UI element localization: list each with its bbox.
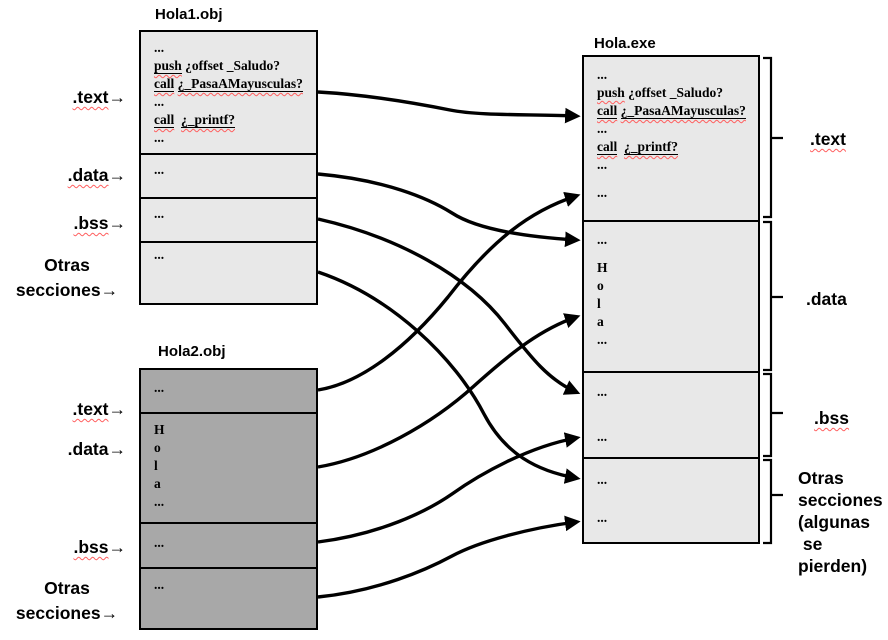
code-line: ... (597, 67, 608, 82)
right-arrow-glyph: → (108, 399, 127, 419)
right-arrow-glyph: → (108, 439, 127, 459)
code-line: ... (597, 472, 608, 487)
label-left-hola1-text: .text→ (72, 87, 127, 107)
code-line: o (597, 278, 604, 293)
hola2-obj-box-bss-section: ... (141, 522, 316, 567)
hola-exe-box-bss-section: ...... (584, 371, 758, 457)
code-line: ... (597, 121, 608, 136)
right-arrow-glyph: → (108, 87, 127, 107)
hola1-obj-box-data-section: ... (141, 153, 316, 197)
code-line: ... (597, 232, 608, 247)
code-line: call ¿_printf? (597, 139, 678, 155)
arrow-hola1-otras-to-exe-otras (317, 270, 581, 484)
label-left-hola2-data: .data→ (67, 439, 127, 459)
code-line: ... (154, 494, 165, 509)
bracket-otras (763, 458, 783, 545)
hola2-obj-title: Hola2.obj (158, 343, 226, 360)
right-arrow-glyph: → (108, 537, 127, 557)
label-left-hola1-bss: .bss→ (73, 213, 127, 233)
arrow-hola2-bss-to-exe-bss (317, 432, 581, 544)
code-line: ... (597, 185, 608, 200)
right-arrow-glyph: → (108, 165, 127, 185)
hola2-obj-box-text-section: ... (141, 370, 316, 412)
code-line: ... (597, 429, 608, 444)
code-line: H (154, 422, 165, 437)
arrow-hola1-data-to-exe-data (317, 172, 581, 248)
code-line: ... (154, 247, 165, 262)
label-right-bss: .bss (814, 408, 850, 428)
code-line: call ¿_PasaAMayusculas? (597, 103, 746, 119)
code-line: call ¿_PasaAMayusculas? (154, 76, 303, 92)
hola1-obj-box-otras-section: ... (141, 241, 316, 303)
code-line: ... (597, 510, 608, 525)
arrow-hola2-text-to-exe-text (317, 191, 581, 392)
code-line: ... (154, 94, 165, 109)
code-line: a (597, 314, 604, 329)
code-line: ... (154, 380, 165, 395)
right-arrow-glyph: → (100, 603, 119, 623)
label-left-hola2-bss: .bss→ (73, 537, 127, 557)
hola1-obj-box-bss-section: ... (141, 197, 316, 241)
code-line: a (154, 476, 161, 491)
code-line: ... (154, 535, 165, 550)
code-line: ... (597, 384, 608, 399)
code-line: ... (154, 206, 165, 221)
hola-exe-title: Hola.exe (594, 35, 656, 52)
right-arrow-glyph: → (100, 280, 119, 300)
label-left-hola2-text: .text→ (72, 399, 127, 419)
bracket-bss (763, 372, 783, 458)
label-left-hola1-data: .data→ (67, 165, 127, 185)
code-line: l (154, 458, 158, 473)
code-line: H (597, 260, 608, 275)
right-arrow-glyph: → (108, 213, 127, 233)
code-line: push ¿offset _Saludo? (154, 58, 281, 74)
code-line: call ¿_printf? (154, 112, 235, 128)
arrow-hola2-otras-to-exe-otras (317, 515, 581, 599)
arrow-hola2-data-to-exe-data (317, 313, 581, 469)
code-line: ... (597, 157, 608, 172)
hola1-obj-title: Hola1.obj (155, 6, 223, 23)
code-line: ... (597, 332, 608, 347)
code-line: l (597, 296, 601, 311)
hola2-obj-box-otras-section: ... (141, 567, 316, 628)
code-line: ... (154, 577, 165, 592)
hola-exe-box-otras-section: ...... (584, 457, 758, 542)
code-line: push ¿offset _Saludo? (597, 85, 724, 100)
label-right-text: .text (810, 129, 846, 149)
hola-exe-box: ... push ¿offset _Saludo?call ¿_PasaAMayu… (582, 55, 760, 544)
hola1-obj-box-text-section: ... push ¿offset _Saludo?call ¿_PasaAMayu… (141, 32, 316, 153)
bracket-data (763, 220, 783, 372)
code-line: o (154, 440, 161, 455)
code-line: ... (154, 40, 165, 55)
hola1-obj-box: ... push ¿offset _Saludo?call ¿_PasaAMayu… (139, 30, 318, 305)
label-right-data: .data (806, 289, 847, 309)
arrow-hola1-text-to-exe-text (317, 90, 581, 124)
code-line: ... (154, 162, 165, 177)
hola-exe-box-text-section: ... push ¿offset _Saludo?call ¿_PasaAMayu… (584, 57, 758, 220)
code-line: ... (154, 130, 165, 145)
bracket-text (763, 56, 783, 219)
arrow-hola1-bss-to-exe-bss (317, 217, 581, 395)
